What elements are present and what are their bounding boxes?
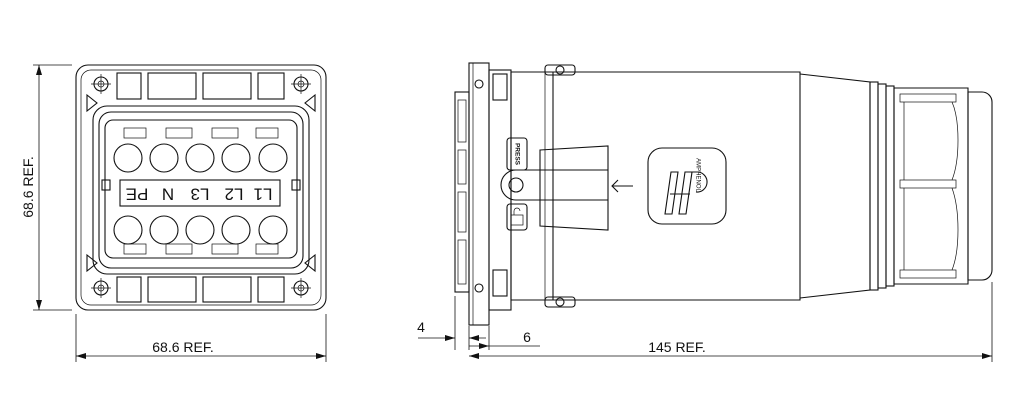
logo-plate [647, 147, 727, 225]
offset-dimension: 6 [469, 326, 540, 350]
contact-label-l1: L1 [254, 185, 273, 204]
contact-row-bottom [113, 215, 288, 245]
flange-pockets [86, 72, 316, 303]
press-button[interactable] [506, 137, 528, 171]
hood-body [510, 71, 801, 301]
cable-gland-nut [893, 87, 969, 285]
mounting-hole-top-right [291, 74, 311, 94]
unlock-icon [506, 203, 528, 231]
contact-row-top [113, 143, 288, 173]
side-view: PRESS AMPHENOL [454, 62, 993, 326]
offset-label: 6 [523, 329, 531, 345]
contact-label-l2: L2 [225, 185, 244, 204]
front-height-dimension: 68.6 REF. [20, 64, 72, 311]
length-dimension: 145 REF. [469, 282, 993, 362]
front-view: L1 L2 L3 N PE [75, 64, 327, 311]
hood-taper [799, 73, 871, 299]
contact-label-n: N [162, 185, 174, 204]
mounting-hole-bottom-right [291, 278, 311, 298]
locking-lever[interactable] [539, 145, 609, 231]
contact-label-pe: PE [126, 185, 149, 204]
front-width-dimension: 68.6 REF. [75, 314, 327, 362]
press-label: PRESS [513, 143, 520, 166]
cable-gland-cap [967, 91, 993, 281]
side-collar [488, 69, 512, 311]
flange-outline [75, 64, 327, 311]
mounting-hole-top-left [91, 74, 111, 94]
contact-label-l3: L3 [191, 185, 210, 204]
flange-thickness-label: 4 [417, 319, 425, 335]
width-ref-label: 68.6 REF. [152, 339, 213, 355]
height-ref-label: 68.6 REF. [20, 156, 36, 217]
logo-icon [664, 171, 708, 215]
mounting-hole-bottom-left [91, 278, 111, 298]
contact-insert [104, 119, 298, 259]
insert-housing [92, 105, 310, 275]
contact-label-strip [119, 179, 281, 207]
arrow-left-icon [611, 179, 633, 193]
side-flange [468, 62, 490, 326]
lever-pivot [508, 177, 524, 193]
length-ref-label: 145 REF. [648, 339, 706, 355]
flange-thickness-dimension: 4 [417, 296, 486, 350]
logo-label: AMPHENOL [694, 158, 700, 192]
